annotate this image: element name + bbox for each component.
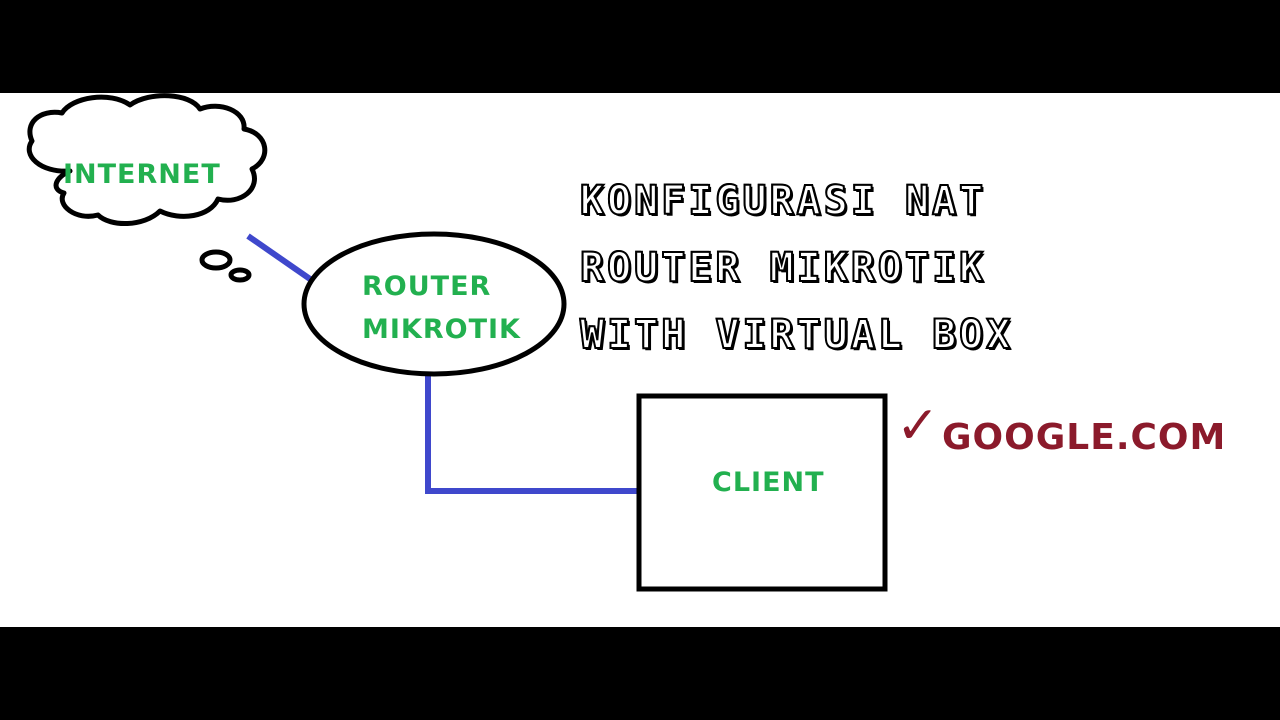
result-text: GOOGLE.COM xyxy=(942,417,1227,458)
letterbox-bottom xyxy=(0,627,1280,720)
router-label-line2: MIKROTIK xyxy=(362,314,521,345)
checkmark-icon: ✓ xyxy=(896,396,940,456)
title-line-3: WITH VIRTUAL BOX xyxy=(579,312,1014,358)
title-line-1: KONFIGURASI NAT xyxy=(579,178,987,224)
router-ellipse xyxy=(301,231,567,377)
client-box xyxy=(636,393,888,592)
internet-label: INTERNET xyxy=(63,159,221,190)
letterbox-top xyxy=(0,0,1280,93)
router-label-line1: ROUTER xyxy=(362,271,492,302)
link-internet-router xyxy=(246,233,312,282)
title-line-2: ROUTER MIKROTIK xyxy=(579,245,987,291)
link-router-client xyxy=(425,376,640,494)
internet-cloud xyxy=(26,93,268,283)
diagram-svg xyxy=(26,93,888,592)
diagram-canvas: INTERNET ROUTER MIKROTIK CLIENT KONFIGUR… xyxy=(0,93,1280,627)
client-label: CLIENT xyxy=(712,467,825,498)
